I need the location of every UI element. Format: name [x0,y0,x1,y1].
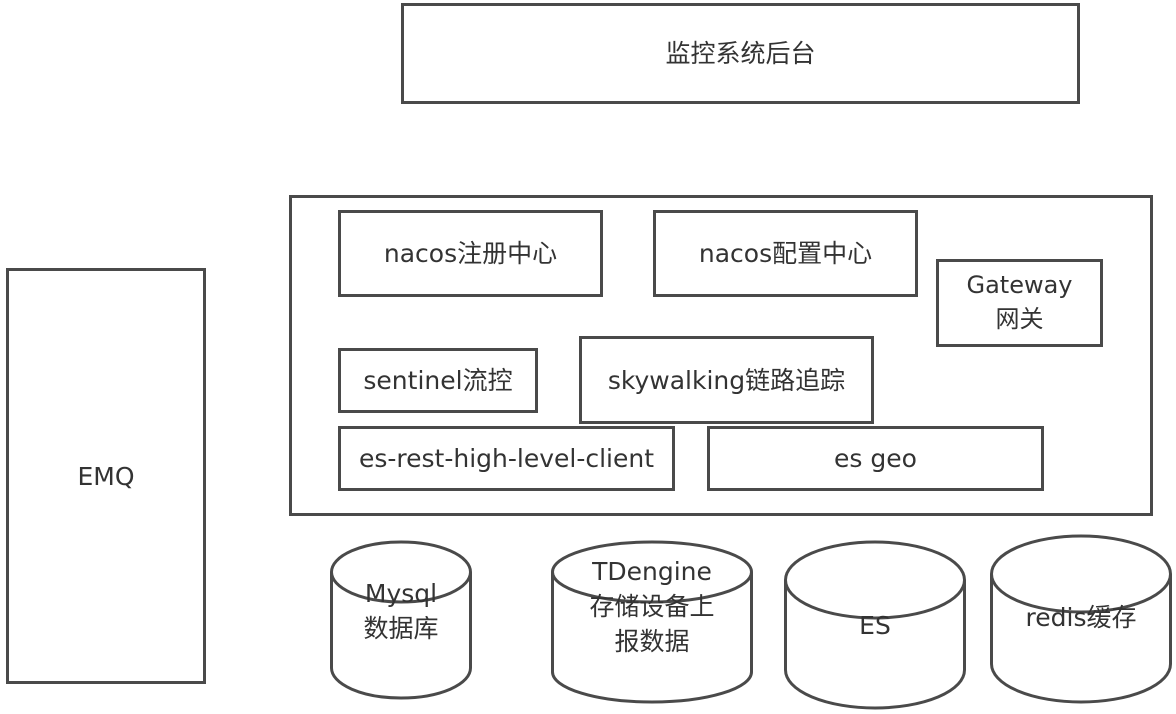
monitoring-backend-box: 监控系统后台 [401,3,1080,104]
es-client-label: es-rest-high-level-client [358,444,655,473]
sentinel-box: sentinel流控 [338,348,538,413]
tdengine-cylinder-shape [551,540,753,704]
redis-cylinder-shape [990,534,1172,704]
nacos-registry-box: nacos注册中心 [338,210,603,297]
emq-box: EMQ [6,268,206,684]
mysql-cylinder-shape [330,540,472,700]
gateway-label: Gateway 网关 [966,271,1073,333]
skywalking-box: skywalking链路追踪 [579,336,874,424]
nacos-config-box: nacos配置中心 [653,210,918,297]
tdengine-cylinder: TDengine 存储设备上 报数据 [551,540,753,704]
emq-label: EMQ [77,461,135,491]
monitoring-backend-label: 监控系统后台 [665,39,816,68]
tdengine-label: TDengine 存储设备上 报数据 [589,557,715,656]
es-cylinder-shape [784,540,966,710]
mysql-label: Mysql 数据库 [363,579,439,643]
gateway-box: Gateway 网关 [936,259,1103,347]
nacos-registry-label: nacos注册中心 [383,239,558,268]
redis-cylinder: redis缓存 [990,534,1172,704]
es-geo-label: es geo [834,444,917,473]
es-cylinder: ES [784,540,966,710]
sentinel-label: sentinel流控 [363,366,513,395]
skywalking-label: skywalking链路追踪 [607,365,846,395]
es-client-box: es-rest-high-level-client [338,426,675,491]
nacos-config-label: nacos配置中心 [698,239,873,268]
es-label: ES [859,611,891,640]
mysql-cylinder: Mysql 数据库 [330,540,472,700]
redis-label: redis缓存 [1025,603,1137,632]
es-geo-box: es geo [707,426,1044,491]
